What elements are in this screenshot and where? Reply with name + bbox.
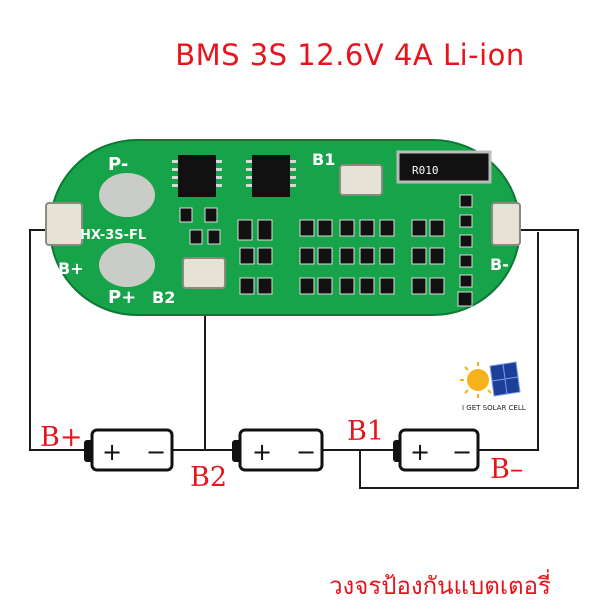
ic-pins xyxy=(172,160,296,187)
battery-2-minus: − xyxy=(296,438,316,466)
solar-panel-icon xyxy=(489,361,521,397)
silk-b2: B2 xyxy=(152,288,175,307)
terminal-pad-b1 xyxy=(339,164,383,196)
silk-p-minus: P- xyxy=(108,154,128,175)
logo-text: I GET SOLAR CELL xyxy=(462,404,526,412)
terminal-pad-b-minus xyxy=(491,202,521,246)
label-b2: B2 xyxy=(190,462,227,493)
battery-2: + − xyxy=(232,428,324,472)
wire-b-minus xyxy=(478,232,539,451)
ic-chip-1 xyxy=(178,155,216,197)
silk-b1: B1 xyxy=(312,150,335,169)
silk-model: HX-3S-FL xyxy=(80,228,146,243)
battery-1-minus: − xyxy=(146,438,166,466)
battery-1-plus: + xyxy=(102,438,122,466)
battery-3-minus: − xyxy=(452,438,472,466)
silk-p-plus: P+ xyxy=(108,287,136,308)
solar-logo: I GET SOLAR CELL xyxy=(460,361,526,412)
label-b1: B1 xyxy=(347,416,384,447)
silk-b-minus: B- xyxy=(490,255,509,274)
wire-b1-loop xyxy=(359,229,579,489)
terminal-pad-b-plus xyxy=(45,202,83,246)
shunt-resistor xyxy=(396,150,492,184)
smd-components xyxy=(179,194,473,307)
label-b-minus: B– xyxy=(490,454,523,485)
pad-p-minus xyxy=(99,173,155,217)
battery-2-plus: + xyxy=(252,438,272,466)
wire-b-plus xyxy=(29,229,92,451)
terminal-pad-b2 xyxy=(182,257,226,289)
pcb-board: P- P+ HX-3S-FL B+ B2 B1 B- R010 xyxy=(45,139,521,316)
battery-1: + − xyxy=(84,428,174,472)
silk-b-plus: B+ xyxy=(58,259,84,278)
title: BMS 3S 12.6V 4A Li-ion xyxy=(175,38,525,72)
battery-3: + − xyxy=(393,428,480,472)
battery-3-plus: + xyxy=(410,438,430,466)
label-b-plus: B+ xyxy=(40,422,82,453)
footer-caption: วงจรป้องกันแบตเตอรี่ xyxy=(329,572,551,600)
silk-resistor: R010 xyxy=(412,164,439,177)
ic-chip-2 xyxy=(252,155,290,197)
pad-p-plus xyxy=(99,243,155,287)
